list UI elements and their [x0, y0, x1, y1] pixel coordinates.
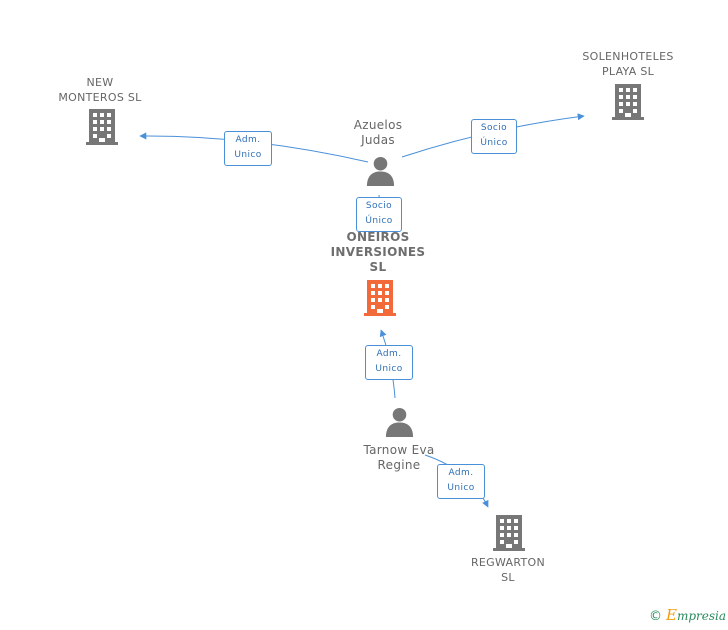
regwarton-label[interactable]: REGWARTON SL: [470, 556, 546, 584]
edge-tag-adm-unico: Adm. Unico: [365, 345, 413, 380]
empresia-watermark: ©Empresia: [649, 606, 726, 624]
copyright-symbol: ©: [648, 609, 662, 624]
azuelos-person-icon[interactable]: [366, 156, 395, 186]
new-monteros-label[interactable]: NEW MONTEROS SL: [58, 76, 142, 104]
tarnow-label[interactable]: Tarnow Eva Regine: [363, 443, 435, 472]
new-monteros-building-icon[interactable]: [86, 109, 118, 145]
azuelos-label[interactable]: Azuelos Judas: [353, 118, 403, 147]
solenhoteles-building-icon[interactable]: [612, 84, 644, 120]
oneiros-label[interactable]: ONEIROS INVERSIONES SL: [330, 230, 426, 274]
regwarton-building-icon[interactable]: [493, 515, 525, 551]
edge-tag-socio-unico: Socio Único: [356, 197, 402, 232]
tarnow-person-icon[interactable]: [385, 407, 414, 437]
edge-tag-adm-unico: Adm. Unico: [224, 131, 272, 166]
solenhoteles-label[interactable]: SOLENHOTELES PLAYA SL: [582, 50, 674, 78]
oneiros-building-icon[interactable]: [364, 280, 396, 316]
brand-name: mpresia: [676, 609, 726, 623]
brand-initial: E: [665, 606, 677, 624]
edge-tag-adm-unico: Adm. Unico: [437, 464, 485, 499]
edge-tag-socio-unico: Socio Único: [471, 119, 517, 154]
